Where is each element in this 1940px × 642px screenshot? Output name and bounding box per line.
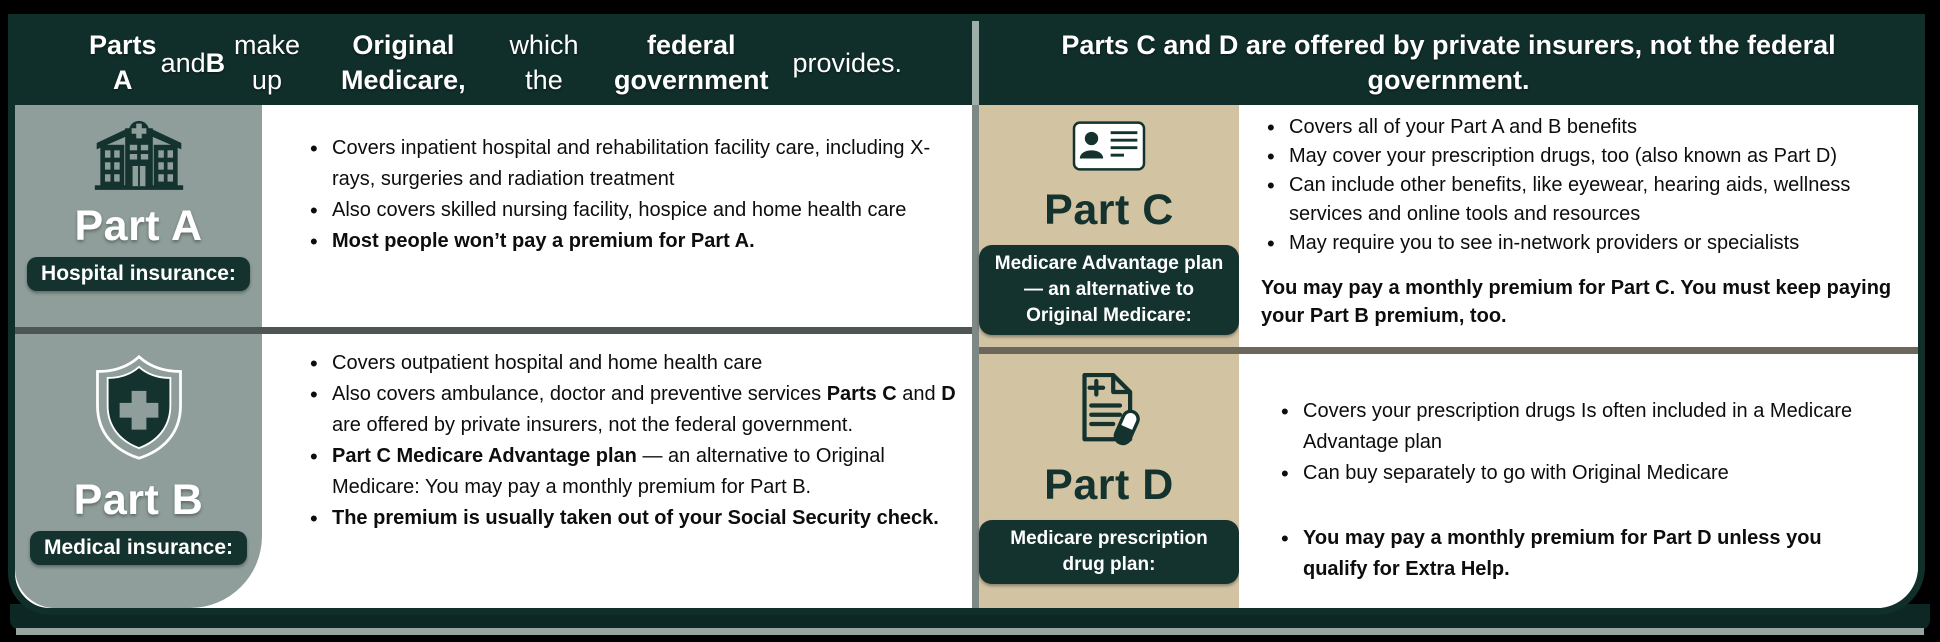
- header-row: Parts A and B make up Original Medicare,…: [15, 21, 1918, 105]
- row-divider-right: [979, 347, 1918, 354]
- part-c-panel: Part C Medicare Advantage plan — an alte…: [979, 105, 1239, 347]
- text-segment: Covers outpatient hospital and home heal…: [332, 352, 763, 374]
- text-segment: You may pay a monthly premium for Part D…: [1303, 527, 1822, 580]
- text-segment: Also covers ambulance, doctor and preven…: [332, 383, 827, 405]
- bullet-item: Covers outpatient hospital and home heal…: [304, 348, 964, 379]
- part-b-title: Part B: [73, 476, 204, 524]
- text-segment: make up: [233, 30, 300, 95]
- text-segment: Can include other benefits, like eyewear…: [1289, 174, 1851, 225]
- part-a-badge: Hospital insurance:: [27, 257, 250, 291]
- bullet-item: Also covers ambulance, doctor and preven…: [304, 379, 964, 441]
- bullet-item: Covers your prescription drugs Is often …: [1275, 396, 1855, 458]
- text-segment: The premium is usually taken out of your…: [332, 507, 939, 529]
- text-segment: Most people won’t pay a premium for Part…: [332, 230, 755, 252]
- part-c-bullet-list: Covers all of your Part A and B benefits…: [1261, 113, 1861, 258]
- part-a-title: Part A: [74, 202, 203, 250]
- part-b-row: Part B Medical insurance: Covers outpati…: [15, 334, 972, 608]
- part-a-row: Part A Hospital insurance: Covers inpati…: [15, 105, 972, 327]
- header-divider: [972, 21, 979, 105]
- part-c-title: Part C: [1044, 186, 1174, 234]
- hospital-icon: [93, 117, 185, 196]
- text-segment: Parts C: [826, 383, 897, 405]
- part-b-badge: Medical insurance:: [29, 531, 248, 565]
- text-segment: federal government: [613, 30, 769, 95]
- bullet-item: Can buy separately to go with Original M…: [1275, 458, 1855, 489]
- part-d-panel: Part D Medicare prescription drug plan:: [979, 354, 1239, 608]
- text-segment: Original Medicare,: [341, 30, 466, 95]
- bullet-item: You may pay a monthly premium for Part D…: [1275, 523, 1855, 585]
- part-c-badge: Medicare Advantage plan — an alternative…: [979, 245, 1239, 335]
- text-segment: — an alternative to Original Medicare: Y…: [332, 445, 885, 498]
- private-insurers-column: Part C Medicare Advantage plan — an alte…: [979, 105, 1918, 608]
- bullet-item: Most people won’t pay a premium for Part…: [304, 226, 964, 257]
- part-b-bullet-list: Covers outpatient hospital and home heal…: [304, 348, 964, 534]
- bullet-item: Also covers skilled nursing facility, ho…: [304, 195, 964, 226]
- body-grid: Part A Hospital insurance: Covers inpati…: [15, 105, 1918, 608]
- part-a-panel: Part A Hospital insurance:: [15, 105, 262, 327]
- part-d-title: Part D: [1044, 461, 1174, 509]
- bullet-item: May require you to see in-network provid…: [1261, 229, 1861, 258]
- text-segment: D: [941, 383, 956, 405]
- shield-cross-icon: [91, 354, 187, 466]
- text-segment: Also covers skilled nursing facility, ho…: [332, 199, 907, 221]
- part-d-bullet-list: Covers your prescription drugs Is often …: [1275, 396, 1855, 585]
- part-c-premium-note: You may pay a monthly premium for Part C…: [1261, 274, 1910, 330]
- part-b-content: Covers outpatient hospital and home heal…: [262, 334, 972, 608]
- part-a-content: Covers inpatient hospital and rehabilita…: [262, 105, 972, 327]
- row-divider-left: [15, 327, 972, 334]
- part-a-bullet-list: Covers inpatient hospital and rehabilita…: [304, 133, 964, 257]
- text-segment: Parts A: [89, 30, 157, 95]
- part-d-content: Covers your prescription drugs Is often …: [1239, 354, 1918, 608]
- text-segment: B: [205, 47, 226, 78]
- part-c-content: Covers all of your Part A and B benefits…: [1239, 105, 1918, 347]
- original-medicare-column: Part A Hospital insurance: Covers inpati…: [15, 105, 972, 608]
- column-divider: [972, 105, 979, 608]
- bottom-stack-layer-gray: [16, 628, 1924, 635]
- text-segment: Parts C and D are offered by private ins…: [1061, 30, 1836, 95]
- text-segment: Covers all of your Part A and B benefits: [1289, 116, 1637, 138]
- text-segment: provides.: [792, 47, 903, 78]
- text-segment: May require you to see in-network provid…: [1289, 232, 1800, 254]
- part-c-row: Part C Medicare Advantage plan — an alte…: [979, 105, 1918, 347]
- id-card-icon: [1072, 121, 1146, 176]
- part-d-row: Part D Medicare prescription drug plan: …: [979, 354, 1918, 608]
- text-segment: which the: [509, 30, 579, 95]
- header-private-insurers: Parts C and D are offered by private ins…: [979, 21, 1918, 105]
- text-segment: Can buy separately to go with Original M…: [1303, 462, 1729, 484]
- bullet-item: May cover your prescription drugs, too (…: [1261, 142, 1861, 171]
- text-segment: Covers inpatient hospital and rehabilita…: [332, 137, 931, 190]
- bullet-item: Can include other benefits, like eyewear…: [1261, 171, 1861, 229]
- text-segment: are offered by private insurers, not the…: [332, 414, 854, 436]
- text-segment: You may pay a monthly premium for Part C…: [1261, 277, 1892, 327]
- prescription-drug-icon: [1076, 370, 1142, 451]
- part-b-panel: Part B Medical insurance:: [15, 334, 262, 608]
- bullet-item: Covers all of your Part A and B benefits: [1261, 113, 1861, 142]
- text-segment: Covers your prescription drugs Is often …: [1303, 400, 1853, 453]
- infographic-card: Parts A and B make up Original Medicare,…: [8, 14, 1925, 615]
- bullet-item: Part C Medicare Advantage plan — an alte…: [304, 441, 964, 503]
- text-segment: and: [896, 383, 942, 405]
- part-d-badge: Medicare prescription drug plan:: [979, 520, 1239, 584]
- header-original-medicare: Parts A and B make up Original Medicare,…: [15, 21, 972, 105]
- text-segment: and: [160, 47, 206, 78]
- bullet-item: Covers inpatient hospital and rehabilita…: [304, 133, 964, 195]
- text-segment: Part C Medicare Advantage plan: [332, 445, 637, 467]
- text-segment: May cover your prescription drugs, too (…: [1289, 145, 1837, 167]
- bullet-item: The premium is usually taken out of your…: [304, 503, 964, 534]
